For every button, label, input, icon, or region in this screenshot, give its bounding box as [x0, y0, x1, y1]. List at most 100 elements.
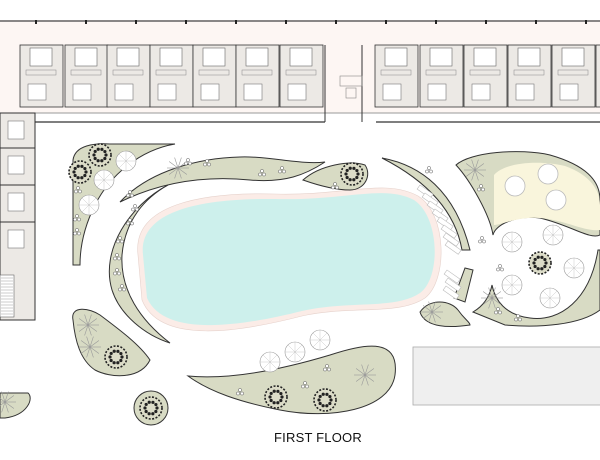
guest-room [235, 44, 280, 108]
shrub [236, 388, 244, 396]
tree [139, 396, 163, 420]
tree [340, 162, 364, 186]
sun-lounger [426, 200, 444, 215]
counter [198, 69, 230, 76]
shrub [118, 284, 126, 292]
bathroom [289, 47, 313, 67]
shrub [278, 166, 286, 174]
guest-room [19, 44, 64, 108]
shrub [126, 190, 134, 198]
shrub [126, 218, 134, 226]
shrub [73, 228, 81, 236]
tree [104, 345, 128, 369]
guest-room [106, 44, 151, 108]
sun-lounger [442, 232, 460, 247]
bed [72, 83, 92, 101]
lobby [339, 75, 363, 99]
tree [313, 388, 337, 412]
shrub [425, 166, 433, 174]
guest-room [374, 44, 419, 108]
parking-slab [412, 346, 600, 406]
column [85, 20, 87, 24]
umbrella [563, 257, 585, 279]
guest-room [463, 44, 508, 108]
gazebos [504, 163, 567, 211]
guest-room [64, 44, 109, 108]
bathroom [561, 47, 585, 67]
umbrella [93, 169, 115, 191]
guest-room [149, 44, 194, 108]
counter [380, 69, 412, 76]
bed [114, 83, 134, 101]
shrub [496, 264, 504, 272]
bed [427, 83, 447, 101]
counter [112, 69, 144, 76]
palm [0, 391, 16, 413]
column [185, 20, 187, 24]
bathroom [473, 47, 497, 67]
bed [515, 83, 535, 101]
guest-room [551, 44, 596, 108]
bed [287, 83, 307, 101]
counter [285, 69, 317, 76]
palm [421, 301, 443, 323]
bathroom [517, 47, 541, 67]
counter [70, 69, 102, 76]
guest-room [192, 44, 237, 108]
column [335, 20, 337, 24]
shrub [301, 381, 309, 389]
shrub [184, 158, 192, 166]
bed [471, 83, 491, 101]
counter [25, 69, 57, 76]
bed [559, 83, 579, 101]
swimming-pool [142, 193, 435, 326]
bathroom [74, 47, 98, 67]
palm [354, 364, 376, 386]
bathroom [116, 47, 140, 67]
planter-arc-right [381, 157, 471, 251]
planter-small-left [0, 392, 31, 419]
tree [68, 160, 92, 184]
column [485, 20, 487, 24]
tree [88, 143, 112, 167]
sun-lounger [442, 285, 460, 300]
bed [27, 83, 47, 101]
shrub [323, 364, 331, 372]
palm [77, 314, 99, 336]
shrub [131, 204, 139, 212]
column [535, 20, 537, 24]
umbrella [539, 287, 561, 309]
shrub [203, 159, 211, 167]
counter [241, 69, 273, 76]
umbrella [259, 351, 281, 373]
stairs [0, 274, 15, 318]
floor-title: FIRST FLOOR [274, 430, 362, 445]
umbrella [542, 224, 564, 246]
bed [7, 229, 25, 249]
bed [157, 83, 177, 101]
column [385, 20, 387, 24]
planter-crescent-bottom [471, 249, 600, 327]
shrub [73, 214, 81, 222]
guest-room [507, 44, 552, 108]
umbrella [501, 274, 523, 296]
palm [79, 336, 101, 358]
umbrella [501, 231, 523, 253]
column [35, 20, 37, 24]
shrub [74, 186, 82, 194]
shrub [331, 182, 339, 190]
shrub [113, 253, 121, 261]
planter-drop-left [72, 308, 151, 377]
bed [7, 192, 25, 212]
shrub [258, 169, 266, 177]
planter-drop-right [419, 301, 471, 327]
planter-wave-top [119, 156, 326, 203]
bathroom [202, 47, 226, 67]
sun-lounger [443, 269, 461, 284]
column [285, 20, 287, 24]
umbrella [309, 329, 331, 351]
counter [425, 69, 457, 76]
bathroom [29, 47, 53, 67]
sun-lounger [444, 277, 462, 292]
